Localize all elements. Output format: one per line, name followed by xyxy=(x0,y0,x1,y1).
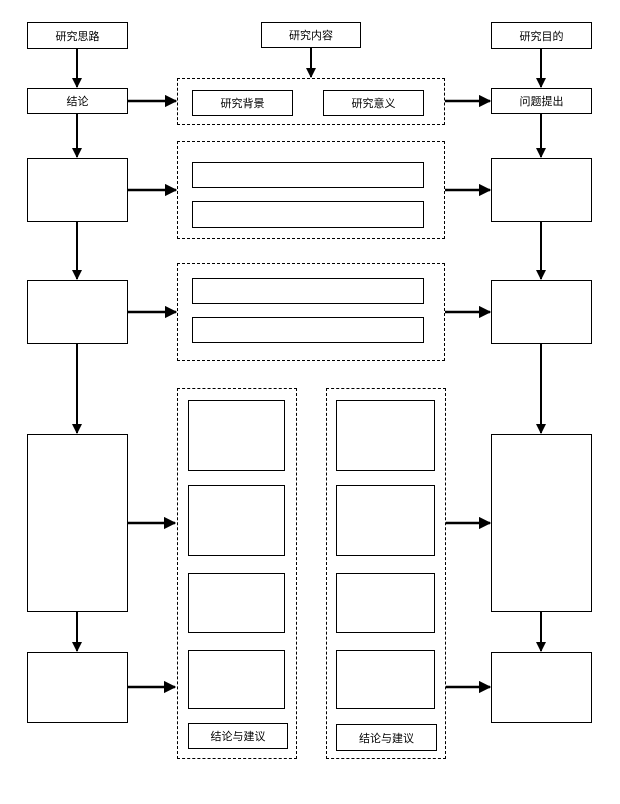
right-panel-box-4 xyxy=(336,650,435,709)
left-panel-box-2 xyxy=(188,485,285,556)
left-panel-box-3 xyxy=(188,573,285,633)
left-panel-box-1 xyxy=(188,400,285,471)
row2-content-box-2 xyxy=(192,201,424,228)
approach-header-box: 研究思路 xyxy=(27,22,128,49)
problem-statement-box: 问题提出 xyxy=(491,88,592,114)
purpose-header-box: 研究目的 xyxy=(491,22,592,49)
conclusion-box: 结论 xyxy=(27,88,128,114)
row3-content-box-2 xyxy=(192,317,424,343)
row2-content-box-1 xyxy=(192,162,424,188)
left-conclusion-suggestion-box: 结论与建议 xyxy=(188,723,288,749)
left-panel-box-4 xyxy=(188,650,285,709)
right-conclusion-suggestion-box: 结论与建议 xyxy=(336,724,437,751)
row3-content-box-1 xyxy=(192,278,424,304)
right-step-5-box xyxy=(491,652,592,723)
group-background-significance xyxy=(177,78,445,125)
research-background-box: 研究背景 xyxy=(192,90,293,116)
left-step-4-box xyxy=(27,434,128,612)
left-step-3-box xyxy=(27,280,128,344)
right-panel-box-2 xyxy=(336,485,435,556)
right-step-4-box xyxy=(491,434,592,612)
group-bottom-left-panel xyxy=(177,388,297,759)
right-step-2-box xyxy=(491,158,592,222)
right-panel-box-3 xyxy=(336,573,435,633)
group-bottom-right-panel xyxy=(326,388,446,759)
left-step-2-box xyxy=(27,158,128,222)
content-header-box: 研究内容 xyxy=(261,22,361,48)
research-significance-box: 研究意义 xyxy=(323,90,424,116)
group-row2-content xyxy=(177,141,445,239)
left-step-5-box xyxy=(27,652,128,723)
group-row3-content xyxy=(177,263,445,361)
right-step-3-box xyxy=(491,280,592,344)
right-panel-box-1 xyxy=(336,400,435,471)
